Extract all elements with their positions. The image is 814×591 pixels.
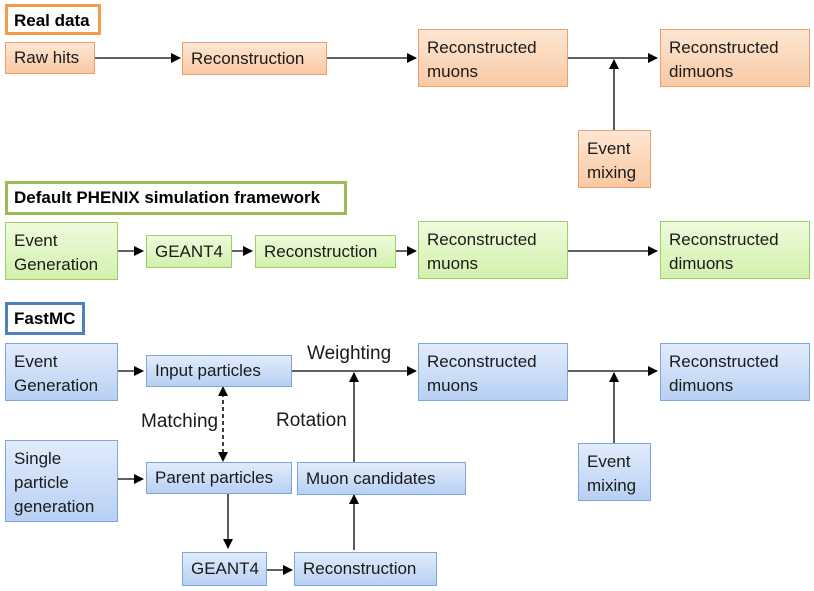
reconstructed-dimuons-box-fastmc: Reconstructed dimuons (660, 343, 810, 401)
geant4-box-fastmc: GEANT4 (182, 552, 267, 586)
reconstructed-muons-box-fastmc: Reconstructed muons (418, 343, 568, 401)
reconstructed-dimuons-box-phenix: Reconstructed dimuons (660, 221, 810, 279)
rotation-label: Rotation (276, 410, 347, 431)
weighting-label: Weighting (307, 343, 392, 364)
reconstructed-dimuons-box-real: Reconstructed dimuons (660, 29, 810, 87)
reconstruction-box-fastmc: Reconstruction (294, 552, 437, 586)
phenix-simulation-header: Default PHENIX simulation framework (5, 181, 347, 215)
single-particle-generation-box: Single particle generation (5, 440, 118, 522)
geant4-box-phenix: GEANT4 (146, 235, 232, 268)
parent-particles-box: Parent particles (146, 462, 292, 494)
reconstructed-muons-box-real: Reconstructed muons (418, 29, 568, 87)
muon-candidates-box: Muon candidates (297, 462, 466, 495)
event-mixing-box-fastmc: Event mixing (578, 443, 651, 501)
event-mixing-box-real: Event mixing (578, 130, 651, 188)
fastmc-header: FastMC (5, 302, 85, 335)
real-data-header: Real data (5, 4, 101, 35)
reconstruction-box-phenix: Reconstruction (255, 235, 396, 268)
reconstructed-muons-box-phenix: Reconstructed muons (418, 221, 568, 279)
input-particles-box: Input particles (146, 355, 292, 387)
event-generation-box-phenix: Event Generation (5, 222, 118, 280)
event-generation-box-fastmc: Event Generation (5, 343, 118, 401)
matching-label: Matching (141, 411, 219, 432)
raw-hits-box: Raw hits (5, 42, 95, 74)
reconstruction-box-real: Reconstruction (182, 42, 327, 75)
